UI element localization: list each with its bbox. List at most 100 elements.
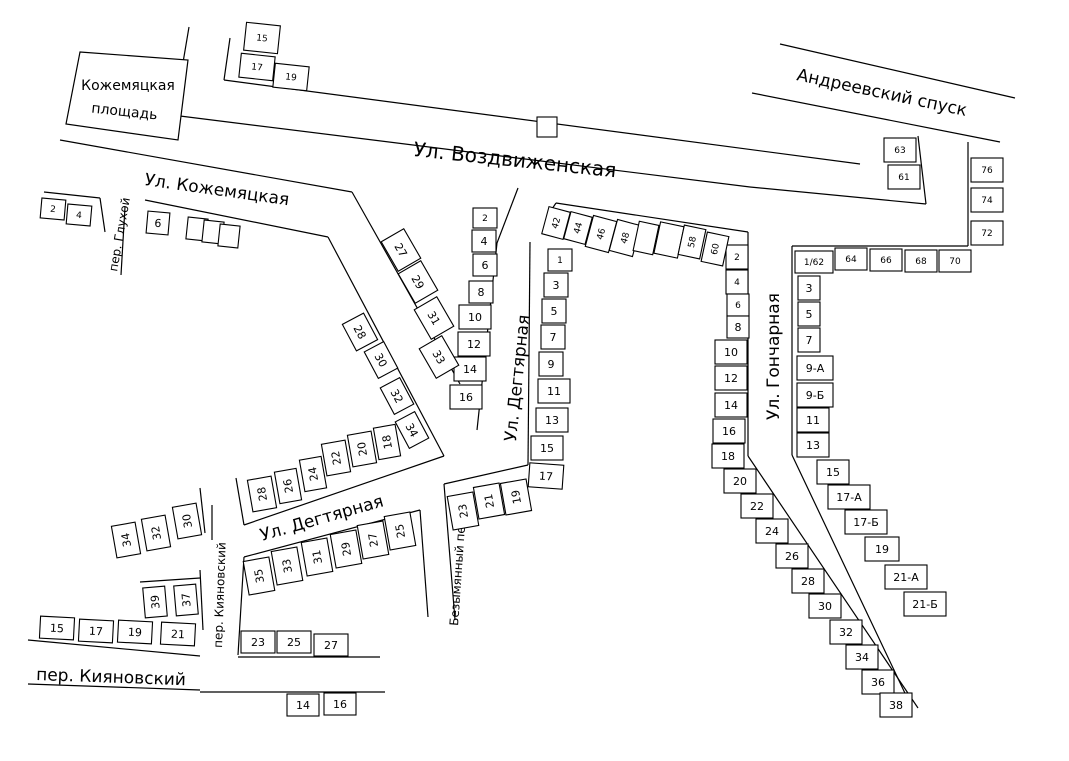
svg-text:10: 10 <box>724 346 738 359</box>
svg-text:21: 21 <box>171 628 186 642</box>
svg-text:27: 27 <box>391 241 409 260</box>
svg-text:1/62: 1/62 <box>804 258 824 268</box>
house: 17 <box>77 618 115 644</box>
house: 38 <box>879 692 913 718</box>
house: 66 <box>869 248 903 272</box>
house: 3 <box>797 275 821 301</box>
lane-kiyanovsky-vertical-label: пер. Кияновский <box>211 542 229 648</box>
house: 21 <box>159 621 197 647</box>
house: 6 <box>472 253 498 277</box>
house: 58 <box>677 224 707 260</box>
svg-text:19: 19 <box>509 489 524 505</box>
house: 32 <box>140 514 172 552</box>
svg-text:4: 4 <box>734 278 740 288</box>
house: 21-Б <box>903 591 947 617</box>
house: 16 <box>449 384 483 410</box>
street-vozdvizhenskaya-label: Ул. Воздвиженская <box>412 137 617 182</box>
house: 5 <box>541 298 567 324</box>
house: 5 <box>797 301 821 327</box>
svg-text:8: 8 <box>735 321 742 334</box>
svg-text:28: 28 <box>351 323 369 341</box>
svg-text:2: 2 <box>734 253 740 263</box>
house: 8 <box>468 280 494 304</box>
svg-text:22: 22 <box>750 500 764 513</box>
svg-text:42: 42 <box>551 216 564 230</box>
svg-text:4: 4 <box>76 211 83 221</box>
svg-text:36: 36 <box>871 676 885 689</box>
house: 13 <box>796 432 830 458</box>
house: 15 <box>530 435 564 461</box>
svg-text:10: 10 <box>468 311 482 324</box>
house: 7 <box>797 327 821 353</box>
square-name-line1: Кожемяцкая <box>81 78 175 94</box>
house: 19 <box>272 62 310 92</box>
svg-text:63: 63 <box>894 146 905 156</box>
svg-text:14: 14 <box>724 399 738 412</box>
house: 34 <box>110 521 142 559</box>
svg-text:64: 64 <box>845 255 857 265</box>
svg-text:18: 18 <box>380 434 395 450</box>
svg-text:7: 7 <box>550 331 557 344</box>
svg-text:19: 19 <box>285 72 298 83</box>
svg-text:31: 31 <box>310 549 325 565</box>
svg-text:11: 11 <box>547 385 561 398</box>
house: 13 <box>535 407 569 433</box>
svg-text:23: 23 <box>456 503 471 519</box>
house: 15 <box>243 21 281 55</box>
svg-text:46: 46 <box>596 227 609 241</box>
svg-text:32: 32 <box>149 525 164 541</box>
svg-text:17: 17 <box>89 625 104 639</box>
svg-text:16: 16 <box>333 698 347 711</box>
house: 60 <box>700 231 730 267</box>
house: 24 <box>755 518 789 544</box>
svg-text:19: 19 <box>875 543 889 556</box>
house: 24 <box>298 455 328 493</box>
svg-text:30: 30 <box>180 513 195 529</box>
house: 34 <box>394 410 430 450</box>
svg-text:11: 11 <box>806 414 820 427</box>
house: 4 <box>65 203 93 227</box>
house: 31 <box>413 296 455 340</box>
svg-text:76: 76 <box>981 166 993 176</box>
house: 22 <box>740 493 774 519</box>
svg-text:30: 30 <box>372 351 390 369</box>
house: 63 <box>883 137 917 163</box>
house: 72 <box>970 220 1004 246</box>
house: 2 <box>725 244 749 270</box>
house: 18 <box>372 423 402 461</box>
svg-text:23: 23 <box>251 636 265 649</box>
svg-text:17: 17 <box>251 62 263 73</box>
house: 44 <box>563 210 593 246</box>
house: 20 <box>723 468 757 494</box>
svg-text:25: 25 <box>393 523 408 539</box>
svg-text:29: 29 <box>408 273 426 292</box>
house: 31 <box>300 537 334 577</box>
svg-text:16: 16 <box>722 425 736 438</box>
house: 21 <box>472 482 506 520</box>
svg-text:27: 27 <box>366 532 381 548</box>
svg-text:13: 13 <box>545 414 559 427</box>
house: 25 <box>383 511 417 551</box>
street-goncharnaya-label: Ул. Гончарная <box>764 293 784 420</box>
house: 7 <box>540 324 566 350</box>
svg-text:33: 33 <box>429 348 447 367</box>
house: 10 <box>458 304 492 330</box>
house: 6 <box>726 293 750 317</box>
svg-text:68: 68 <box>915 257 927 267</box>
svg-text:34: 34 <box>855 651 869 664</box>
house: 26 <box>775 543 809 569</box>
house: 14 <box>714 392 748 418</box>
svg-text:21-Б: 21-Б <box>912 598 938 611</box>
svg-text:12: 12 <box>724 372 738 385</box>
house: 33 <box>418 335 460 379</box>
house: 28 <box>341 312 379 352</box>
house: 10 <box>714 339 748 365</box>
house: 30 <box>808 593 842 619</box>
svg-text:13: 13 <box>806 439 820 452</box>
svg-text:17-Б: 17-Б <box>853 516 879 529</box>
house: 64 <box>834 247 868 271</box>
house: 36 <box>861 669 895 695</box>
svg-text:44: 44 <box>573 221 586 235</box>
svg-text:21-А: 21-А <box>893 571 919 584</box>
svg-text:18: 18 <box>721 450 735 463</box>
